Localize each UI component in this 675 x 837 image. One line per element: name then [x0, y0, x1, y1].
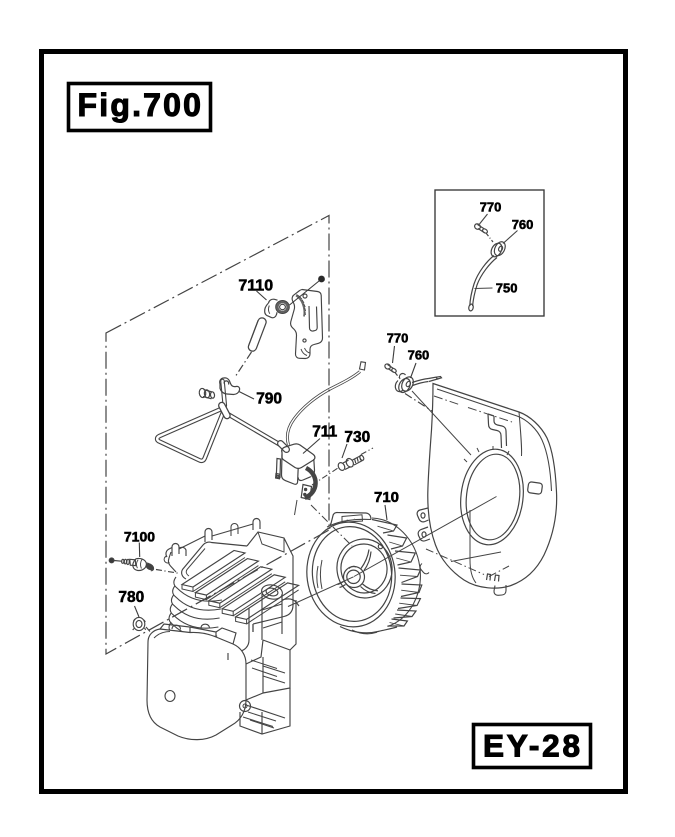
svg-text:770: 770	[387, 330, 409, 345]
svg-text:770: 770	[480, 200, 502, 215]
svg-text:780: 780	[118, 589, 144, 606]
svg-text:760: 760	[408, 348, 430, 363]
svg-text:710: 710	[374, 489, 399, 506]
svg-text:750: 750	[496, 281, 518, 296]
svg-text:7110: 7110	[238, 277, 273, 294]
svg-text:Fig.700: Fig.700	[78, 87, 204, 123]
svg-text:730: 730	[344, 429, 370, 446]
svg-text:7100: 7100	[124, 528, 155, 544]
svg-text:EY-28: EY-28	[483, 728, 583, 764]
svg-text:760: 760	[512, 217, 534, 232]
svg-text:790: 790	[256, 391, 282, 408]
svg-text:711: 711	[312, 424, 337, 441]
